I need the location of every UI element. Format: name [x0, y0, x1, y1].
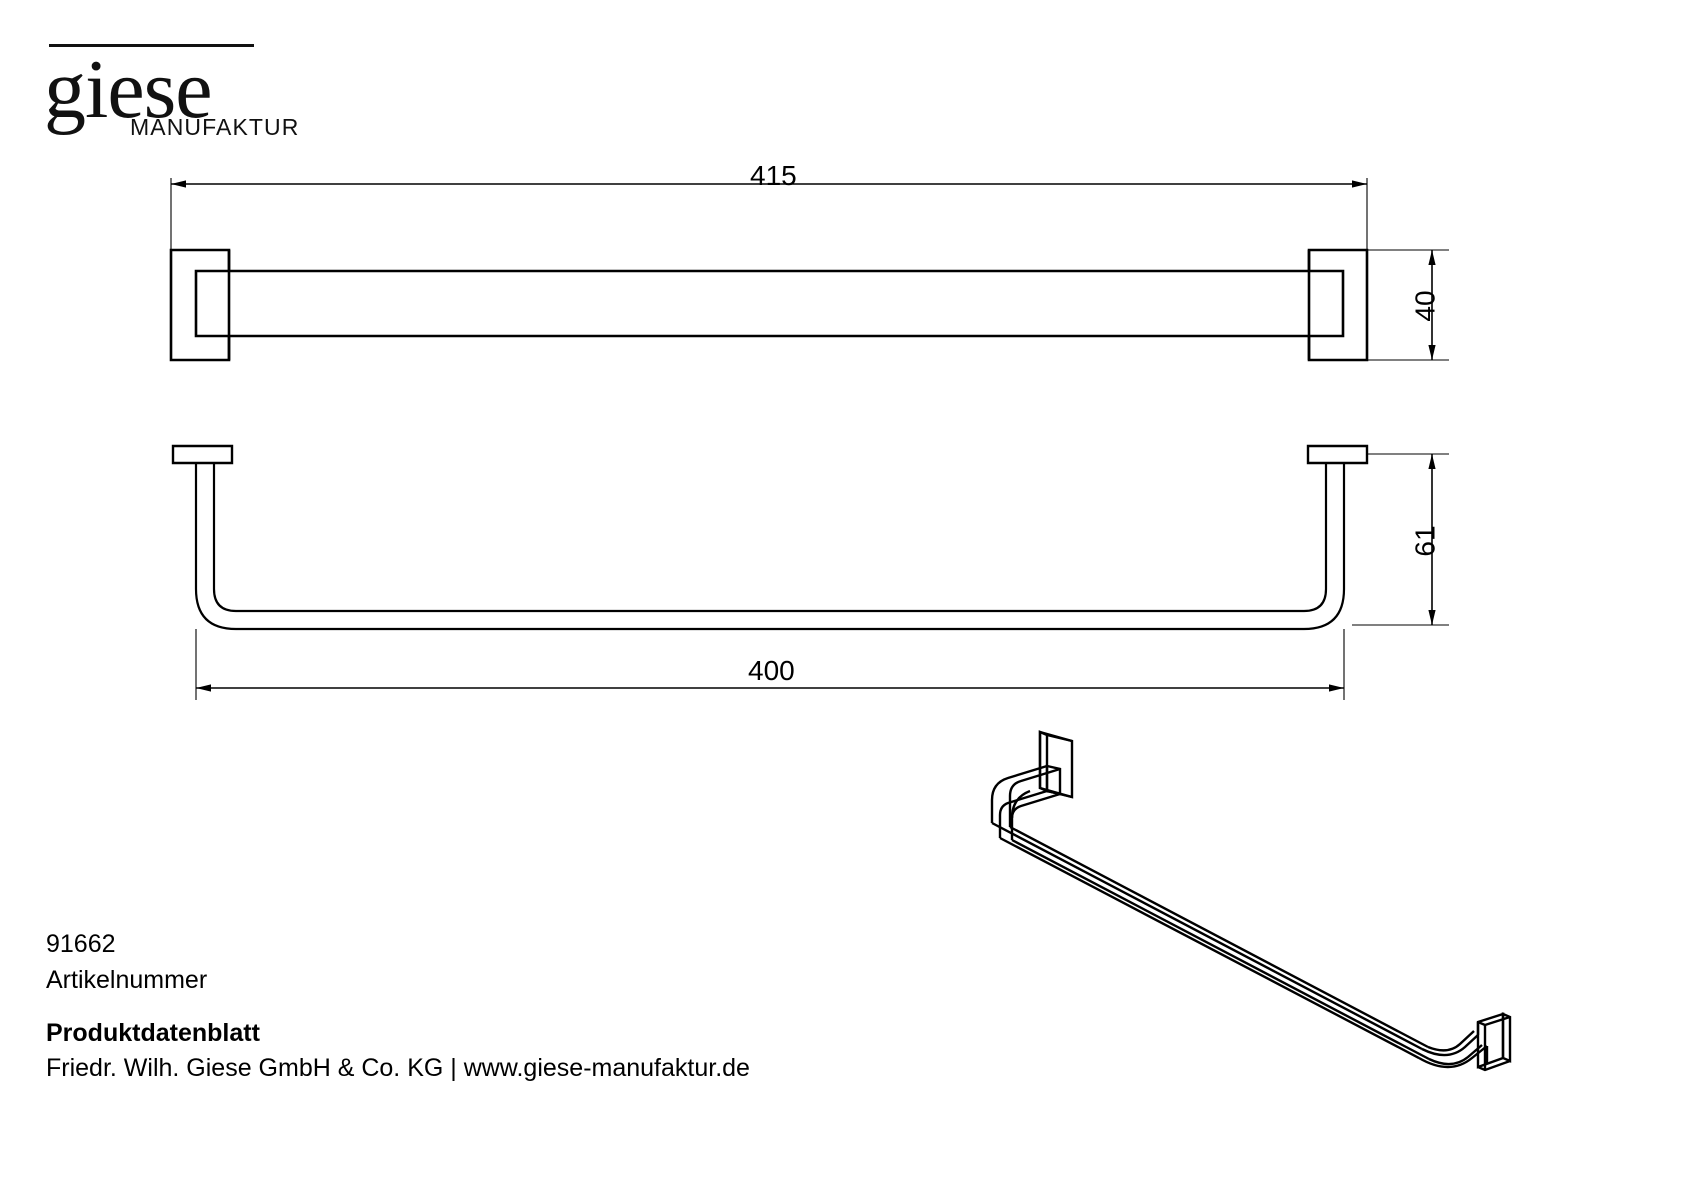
top-left-arm-inner	[212, 463, 1304, 613]
iso-rail-edge-bottom-back	[999, 836, 1420, 1060]
iso-rail-edge-bottom-front	[1011, 838, 1430, 1061]
dim-label-overall-length: 415	[750, 160, 797, 191]
iso-top-arm-outer-lower	[998, 789, 1048, 838]
iso-bottom-bend-outer	[1421, 1034, 1479, 1057]
isometric-view	[990, 730, 1512, 1072]
top-left-arm-outer	[194, 463, 1304, 631]
front-view	[169, 178, 1449, 362]
front-left-plate	[169, 248, 231, 362]
top-right-arm-inner	[1303, 463, 1328, 613]
dim-label-projection-depth: 61	[1409, 525, 1441, 557]
iso-bottom-bend-inner	[1428, 1044, 1483, 1066]
iso-bottom-bend-mid	[1427, 1030, 1475, 1052]
iso-bottom-bend-outer-lower	[1418, 1045, 1488, 1069]
iso-top-arm-outer-upper	[990, 764, 1048, 823]
iso-top-plate-top-edge	[1046, 733, 1073, 743]
front-rail-body	[194, 269, 1345, 338]
logo-rule	[49, 44, 254, 47]
iso-bottom-plate-edge	[1501, 1012, 1512, 1063]
company-contact-line: Friedr. Wilh. Giese GmbH & Co. KG | www.…	[46, 1054, 750, 1082]
giese-logo: giese MANUFAKTUR	[44, 43, 298, 144]
front-right-plate	[1307, 248, 1369, 362]
iso-top-arm-mid	[1008, 767, 1061, 827]
dim-label-bar-length: 400	[748, 655, 795, 686]
top-view	[171, 444, 1449, 700]
top-right-plate	[1306, 444, 1369, 465]
logo-wordmark: giese	[44, 43, 213, 136]
top-left-plate	[171, 444, 234, 465]
dim-label-plate-height: 40	[1409, 290, 1441, 322]
iso-rail-edge-top-back	[991, 821, 1423, 1051]
iso-top-bend-fillet	[1010, 789, 1031, 819]
iso-rail-edge-top-front	[1009, 825, 1429, 1049]
top-right-arm-outer	[1303, 463, 1346, 631]
iso-bottom-plate-face	[1476, 1012, 1505, 1069]
article-number: 91662	[46, 930, 116, 958]
iso-top-plate-face	[1038, 730, 1074, 799]
article-number-label: Artikelnummer	[46, 966, 208, 994]
logo-subtitle: MANUFAKTUR	[130, 114, 300, 140]
datasheet-title: Produktdatenblatt	[46, 1019, 260, 1047]
